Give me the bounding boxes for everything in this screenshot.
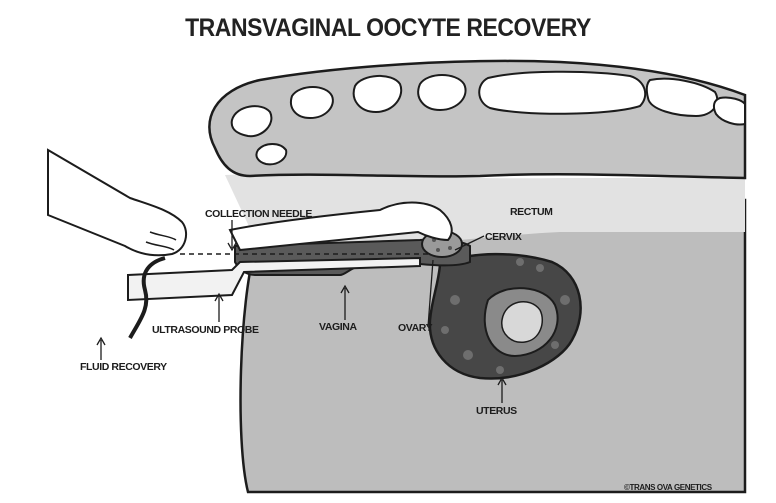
label-ovary: OVARY (398, 322, 433, 334)
label-ultrasound-probe: ULTRASOUND PROBE (152, 324, 259, 336)
copyright-text: ©TRANS OVA GENETICS (624, 483, 713, 492)
label-uterus: UTERUS (476, 405, 517, 417)
operator-left-arm (48, 150, 186, 255)
label-collection-needle: COLLECTION NEEDLE (205, 208, 312, 220)
label-rectum: RECTUM (510, 206, 553, 218)
fetus (502, 302, 543, 343)
label-fluid-recovery: FLUID RECOVERY (80, 361, 167, 373)
label-cervix: CERVIX (485, 231, 522, 243)
label-vagina: VAGINA (319, 321, 357, 333)
